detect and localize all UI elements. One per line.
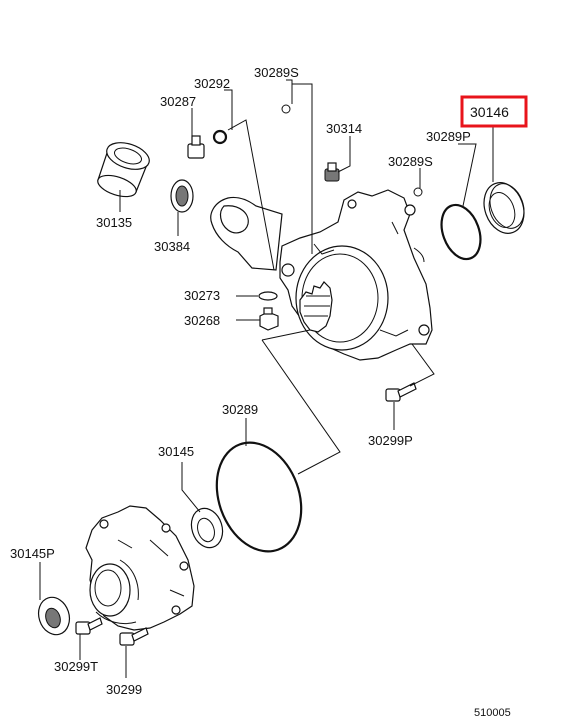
label-30289: 30289 <box>222 402 258 417</box>
washer-30273 <box>258 291 278 301</box>
sensor-30314 <box>324 162 340 182</box>
leader-lines <box>39 79 494 678</box>
bolt-30287 <box>187 135 205 159</box>
label-30292: 30292 <box>194 76 230 91</box>
label-30314: 30314 <box>326 121 362 136</box>
bolt-30299 <box>119 627 149 646</box>
plug-30268 <box>259 307 279 331</box>
label-30384: 30384 <box>154 239 190 254</box>
seal-30145 <box>190 507 224 549</box>
label-30145: 30145 <box>158 444 194 459</box>
label-30289S-right: 30289S <box>388 154 433 169</box>
seal-30145P <box>37 596 71 636</box>
highlight-box-30146 <box>460 95 528 128</box>
label-30135: 30135 <box>96 215 132 230</box>
label-30299: 30299 <box>106 682 142 697</box>
part-labels: 30289S 30292 30287 30314 30146 30289P 30… <box>10 65 511 719</box>
ring-30289S-top <box>281 104 291 114</box>
washer-30292 <box>212 129 228 145</box>
label-30287: 30287 <box>160 94 196 109</box>
seal-30146 <box>483 182 525 234</box>
label-30299P: 30299P <box>368 433 413 448</box>
oring-30289P <box>440 203 482 261</box>
label-30273: 30273 <box>184 288 220 303</box>
bolt-30299P <box>385 382 417 402</box>
sleeve-30135 <box>97 142 150 198</box>
oring-30289 <box>215 441 303 553</box>
reference-number: 510005 <box>474 707 511 719</box>
lower-housing <box>85 505 195 631</box>
label-30145P: 30145P <box>10 546 55 561</box>
ring-30289S-right <box>413 187 423 197</box>
label-30289S-top: 30289S <box>254 65 299 80</box>
seal-30384 <box>170 179 194 213</box>
label-30268: 30268 <box>184 313 220 328</box>
label-30299T: 30299T <box>54 659 98 674</box>
bolt-30299T <box>75 617 103 635</box>
label-30289P: 30289P <box>426 129 471 144</box>
label-30146: 30146 <box>470 104 509 120</box>
upper-housing <box>210 189 433 361</box>
